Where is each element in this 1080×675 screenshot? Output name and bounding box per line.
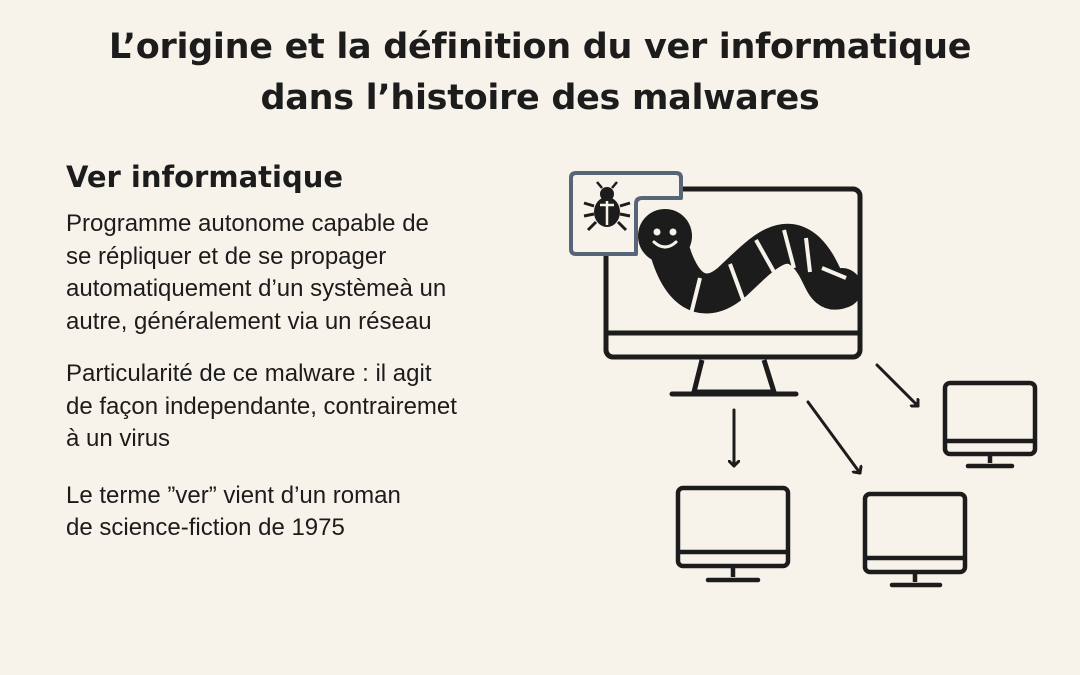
- particularity-paragraph: Particularité de ce malware : il agit de…: [66, 358, 546, 456]
- definition-paragraph: Programme autonome capable de se répliqu…: [66, 208, 546, 338]
- arrow-diagonal-icon: [806, 400, 860, 475]
- definition-line: se répliquer et de se propager: [66, 242, 387, 270]
- particularity-line: à un virus: [66, 425, 171, 452]
- definition-line: Programme autonome capable de: [66, 210, 429, 237]
- origin-paragraph: Le terme ”ver” vient d’un roman de scien…: [66, 480, 546, 545]
- main-monitor-icon: [603, 186, 863, 397]
- particularity-line: de façon independante, contrairemet: [66, 392, 457, 420]
- origin-line: de science-fiction de 1975: [66, 514, 345, 541]
- section-heading: Ver informatique: [66, 160, 344, 194]
- bug-badge: [569, 171, 683, 256]
- particularity-line: Particularité de ce malware : il agit: [66, 360, 432, 387]
- definition-line: automatiquement d’un systèmeà un: [66, 275, 447, 302]
- monitor-icon: [942, 380, 1038, 469]
- monitor-icon: [862, 491, 968, 588]
- definition-line: autre, généralement via un réseau: [66, 307, 432, 335]
- origin-line: Le terme ”ver” vient d’un roman: [66, 481, 401, 509]
- arrow-diagonal-icon: [875, 363, 920, 408]
- monitor-icon: [675, 485, 791, 583]
- page-title: L’origine et la définition du ver inform…: [0, 22, 1080, 124]
- worm-icon: [638, 209, 862, 319]
- bug-icon: [583, 181, 631, 232]
- text-panel: Ver informatique Programme autonome capa…: [66, 160, 546, 567]
- title-line-2: dans l’histoire des malwares: [260, 78, 820, 118]
- title-line-1: L’origine et la définition du ver inform…: [108, 27, 972, 67]
